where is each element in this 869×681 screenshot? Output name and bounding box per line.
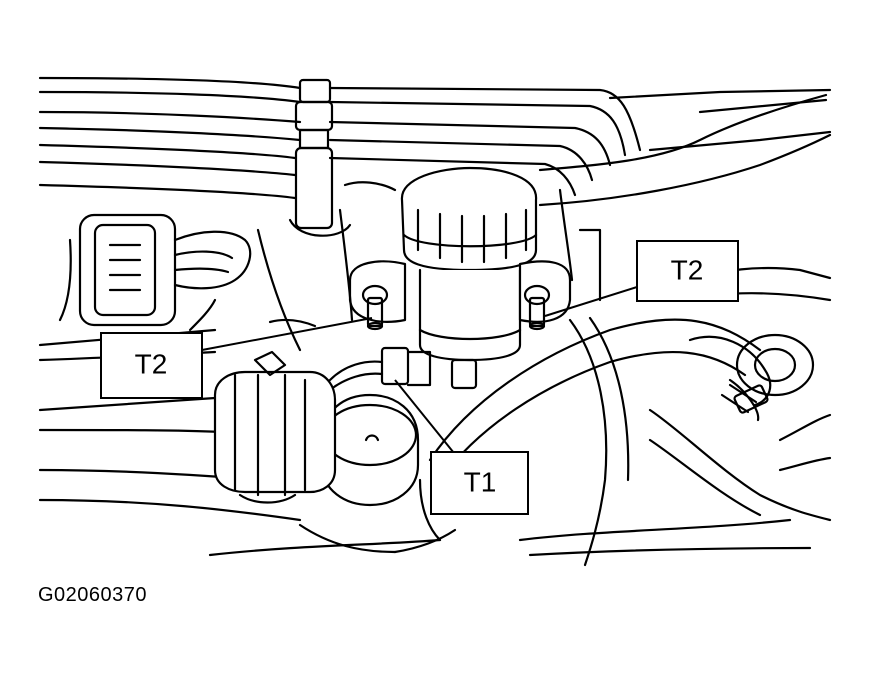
engine-line-art <box>38 76 832 567</box>
leader-t2-right <box>544 286 638 317</box>
callout-t2-left-label: T2 <box>135 348 168 379</box>
callout-leaders <box>201 286 638 459</box>
figure-id: G02060370 <box>38 584 148 606</box>
callout-t1: T1 <box>430 451 529 515</box>
leader-t2-left <box>201 317 373 351</box>
callout-t2-right: T2 <box>636 240 739 302</box>
brake-lines-top <box>38 76 832 207</box>
mounting-stud-left <box>366 296 384 331</box>
brake-line-flare-nut <box>328 346 478 392</box>
callout-t2-right-label: T2 <box>671 254 704 285</box>
brake-fluid-reservoir <box>400 166 538 362</box>
leader-t1 <box>394 379 459 459</box>
structural-lines <box>256 188 602 352</box>
hose-clamp <box>213 350 337 504</box>
lower-body-lines <box>208 478 812 557</box>
left-hoses <box>38 238 302 522</box>
large-hose-right <box>428 318 815 482</box>
callout-t2-left: T2 <box>100 332 203 399</box>
callout-t1-label: T1 <box>464 466 497 497</box>
line-connector-fitting <box>288 78 397 237</box>
mounting-stud-right <box>528 296 546 331</box>
brake-booster <box>320 393 420 507</box>
electrical-connector <box>78 213 252 327</box>
master-cylinder-flange <box>348 260 572 323</box>
